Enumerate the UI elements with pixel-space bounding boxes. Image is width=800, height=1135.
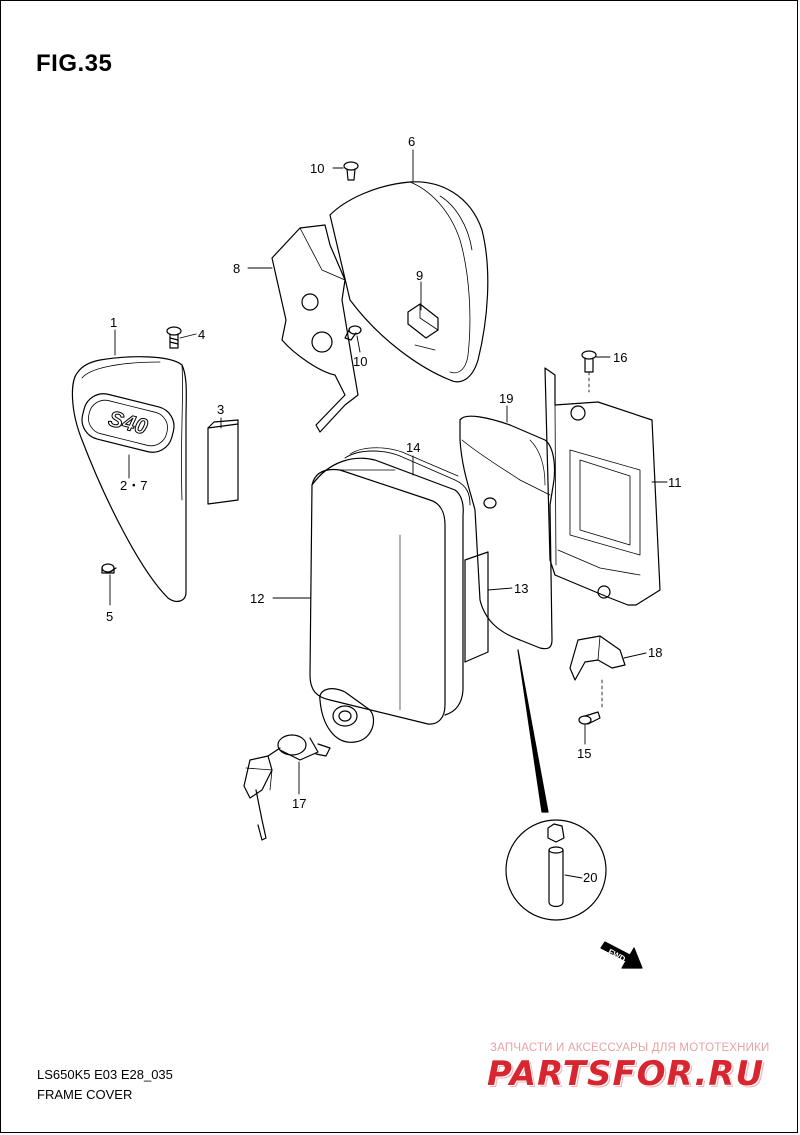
part-6-upper-cover[interactable] bbox=[329, 181, 489, 383]
watermark-tagline: ЗАПЧАСТИ И АКСЕССУАРЫ ДЛЯ МОТОТЕХНИКИ bbox=[490, 1042, 770, 1054]
fwd-arrow-icon: FWD bbox=[600, 941, 643, 969]
leader-lines bbox=[109, 149, 668, 879]
callout-9: 9 bbox=[416, 268, 423, 283]
callout-14: 14 bbox=[406, 440, 420, 455]
callout-1: 1 bbox=[110, 315, 117, 330]
part-15-screw[interactable] bbox=[578, 711, 601, 725]
callout-12: 12 bbox=[250, 591, 264, 606]
part-4-screw[interactable] bbox=[166, 326, 182, 349]
callout-18: 18 bbox=[648, 645, 662, 660]
callout-16: 16 bbox=[613, 350, 627, 365]
callout-20: 20 bbox=[583, 870, 597, 885]
callout-6: 6 bbox=[408, 134, 415, 149]
callout-17: 17 bbox=[292, 796, 306, 811]
callout-11: 11 bbox=[668, 475, 682, 490]
fwd-label: FWD bbox=[607, 947, 628, 964]
part-10-screw-lower[interactable] bbox=[344, 325, 362, 341]
part-12-battery-box[interactable] bbox=[309, 457, 464, 725]
lock-housing bbox=[319, 688, 375, 743]
part-18-clamp[interactable] bbox=[569, 635, 626, 711]
part-20-detail[interactable] bbox=[505, 819, 607, 921]
footer-figure-name: FRAME COVER bbox=[37, 1087, 133, 1102]
callout-labels: 1 2・7 3 4 5 6 8 9 10 10 11 12 13 14 15 1… bbox=[106, 134, 682, 885]
emblem-s40: S40 bbox=[81, 393, 175, 453]
callout-4: 4 bbox=[198, 327, 205, 342]
emblem-text: S40 bbox=[106, 406, 151, 440]
callout-2-7: 2・7 bbox=[120, 478, 147, 493]
part-16-screw[interactable] bbox=[581, 350, 597, 393]
part-8-bracket[interactable] bbox=[271, 224, 359, 433]
detail-pointer bbox=[517, 649, 549, 813]
callout-3: 3 bbox=[217, 402, 224, 417]
part-14-seal[interactable] bbox=[344, 447, 471, 506]
callout-15: 15 bbox=[577, 746, 591, 761]
footer-model-code: LS650K5 E03 E28_035 bbox=[37, 1067, 173, 1082]
part-10-screw-upper[interactable] bbox=[343, 161, 359, 181]
part-13-pad[interactable] bbox=[464, 551, 489, 663]
part-3-cushion[interactable] bbox=[207, 419, 239, 505]
part-11-battery-holder[interactable] bbox=[544, 367, 661, 606]
part-19-side-panel[interactable] bbox=[459, 415, 556, 650]
part-9-clip[interactable] bbox=[407, 303, 439, 351]
callout-10-lower: 10 bbox=[353, 354, 367, 369]
callout-13: 13 bbox=[514, 581, 528, 596]
callout-8: 8 bbox=[233, 261, 240, 276]
figure-title: FIG.35 bbox=[36, 50, 113, 77]
callout-5: 5 bbox=[106, 609, 113, 624]
part-5-screw[interactable] bbox=[101, 563, 117, 574]
callout-10-upper: 10 bbox=[310, 161, 324, 176]
watermark-logo: PARTSFOR.RU bbox=[487, 1054, 765, 1094]
callout-19: 19 bbox=[499, 391, 513, 406]
part-17-lock-key[interactable] bbox=[243, 734, 331, 841]
